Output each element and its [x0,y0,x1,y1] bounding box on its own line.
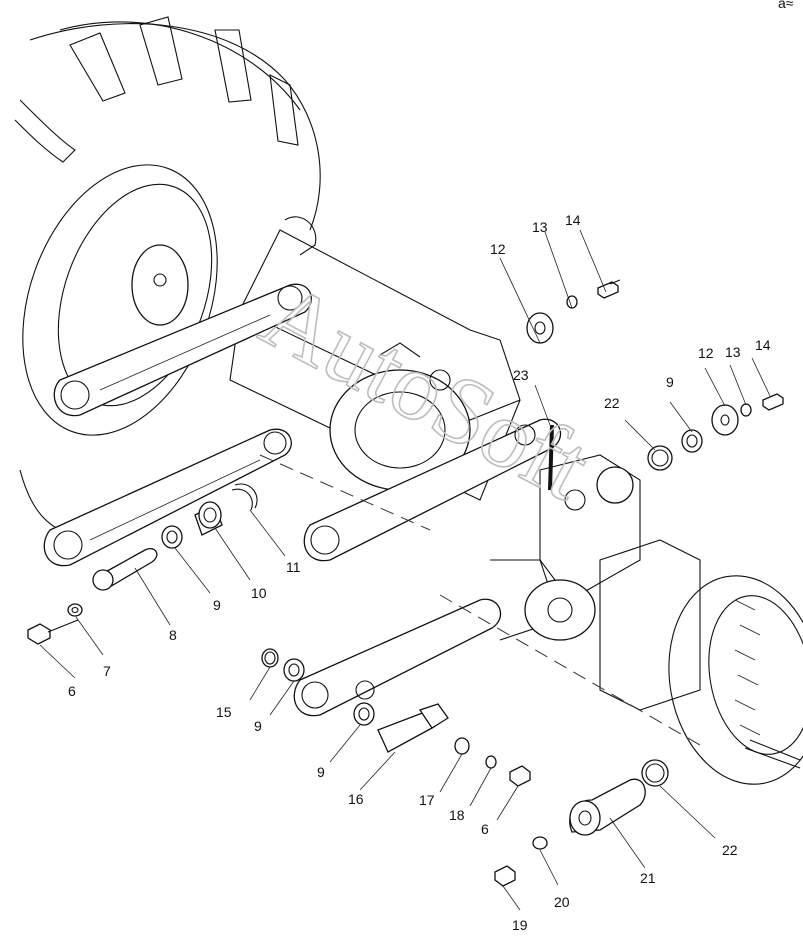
exploded-parts-lower [261,648,669,887]
leader-lines [39,229,771,911]
callout-label: 6 [68,683,76,699]
callout-label: 10 [251,585,267,601]
callout-label: 23 [513,367,529,383]
upper-arm-left [53,283,312,417]
callout-label: 18 [449,807,465,823]
center-line-upper [259,454,431,531]
callout-label: 9 [317,764,325,780]
callout-label: 12 [490,241,506,257]
callout-label: 17 [419,792,435,808]
exploded-parts-left [27,483,258,645]
callout-numbers: 6 7 8 9 10 11 12 13 14 15 9 9 16 17 18 6… [68,212,771,933]
callout-label: 9 [254,718,262,734]
center-line-lower [439,594,701,746]
callout-label: 15 [216,704,232,720]
callout-label: 22 [604,395,620,411]
corner-mark: a≈ [778,0,794,11]
upper-arm-right [303,418,562,562]
callout-label: 12 [698,345,714,361]
right-hub-drawing [524,539,803,785]
callout-label: 13 [725,344,741,360]
left-hub-drawing [22,164,218,436]
callout-label: 21 [640,870,656,886]
exploded-parts-upper [526,279,784,491]
callout-label: 9 [666,374,674,390]
callout-label: 13 [532,219,548,235]
callout-label: 14 [565,212,581,228]
callout-label: 16 [348,791,364,807]
callout-label: 20 [554,894,570,910]
callout-label: 7 [103,663,111,679]
callout-label: 19 [512,917,528,933]
callout-label: 8 [169,627,177,643]
callout-label: 6 [481,821,489,837]
callout-label: 14 [755,337,771,353]
lower-arm-right [293,598,502,717]
lower-arm-left [43,428,292,567]
callout-label: 11 [286,559,301,575]
callout-label: 9 [213,597,221,613]
tire-drawing [14,16,321,531]
callout-label: 22 [722,842,738,858]
